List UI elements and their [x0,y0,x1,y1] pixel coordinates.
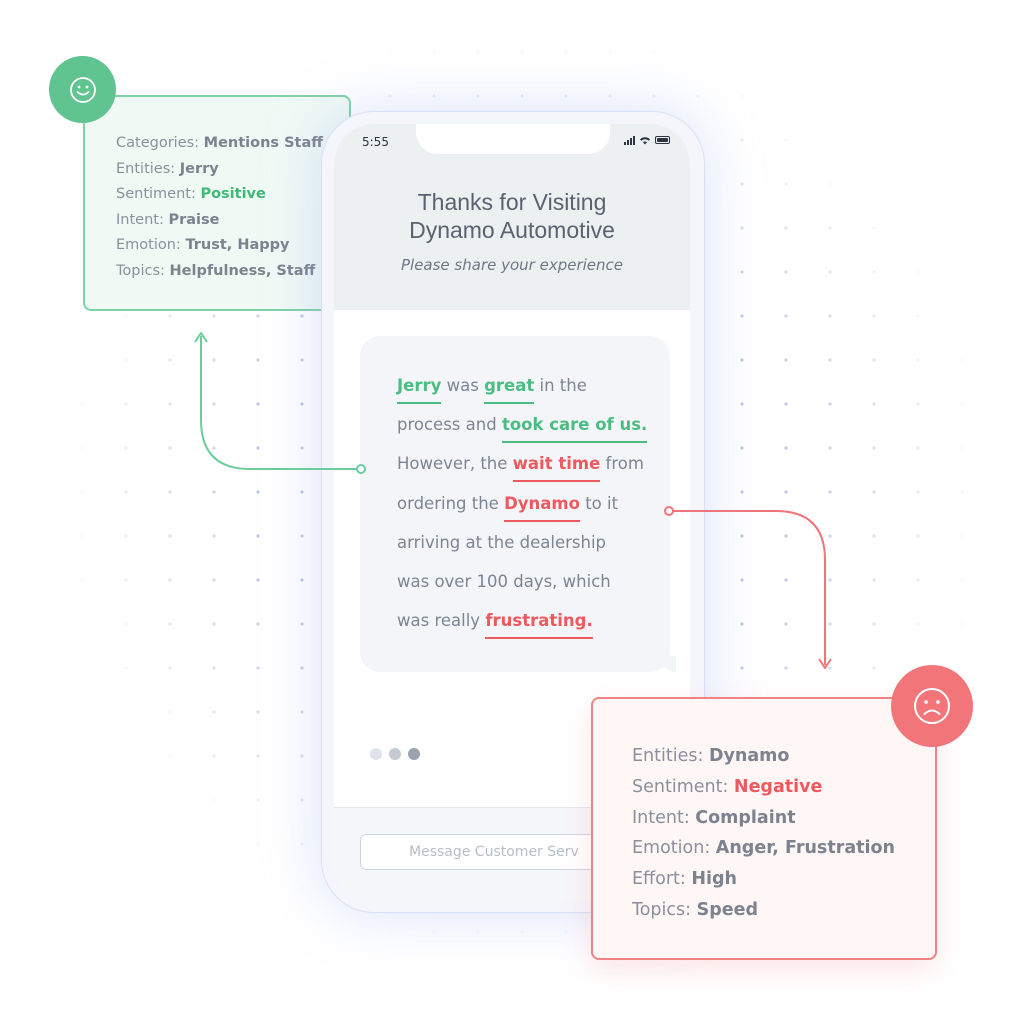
page-subtitle: Please share your experience [400,256,624,274]
review-text-segment: ordering the [397,493,505,513]
card-value: Jerry [179,160,219,177]
title-line: Thanks for Visiting [417,189,607,215]
card-row-entities: Entities: Dynamo [632,741,935,772]
card-row-entities: Entities: Jerry [116,157,349,183]
card-row-topics: Topics: Helpfulness, Staff [116,259,349,285]
review-text-segment: in the [534,376,587,395]
card-row-categories: Categories: Mentions Staff [116,131,349,157]
card-value: Dynamo [708,746,790,766]
survey-header: 5:55 Thanks for Visiting Dynamo Automoti… [334,124,690,310]
review-line: was really frustrating. [397,601,667,640]
card-value: Helpfulness, Staff [169,262,316,279]
card-value: Trust, Happy [185,237,290,254]
card-label: Topics: [116,262,170,279]
battery-icon [655,136,670,144]
card-value: Mentions Staff [203,135,324,151]
card-row-sentiment: Sentiment: Negative [632,772,935,803]
review-text-segment: was [441,376,485,395]
card-row-emotion: Emotion: Anger, Frustration [632,833,935,864]
sentiment-value-negative: Negative [733,776,823,797]
review-text-segment: was really [397,611,486,631]
review-text-segment: to it [579,493,619,513]
phone-notch [416,124,610,154]
review-line: arriving at the dealership [397,532,607,552]
sad-face-icon [914,688,950,724]
sentiment-highlight-wait-time[interactable]: wait time [512,449,601,483]
card-value: Speed [696,899,758,920]
card-label: Effort: [632,869,692,890]
review-line: ordering the Dynamo to it [397,484,667,523]
entity-highlight-dynamo[interactable]: Dynamo [504,489,580,522]
review-message-bubble: Jerry was great in the process and took … [360,336,676,672]
card-row-intent: Intent: Complaint [632,803,935,834]
card-value: Anger, Frustration [715,838,895,859]
review-line: was over 100 days, which [397,571,611,591]
card-label: Sentiment: [116,186,201,203]
review-text-segment: However, the [397,454,513,474]
card-row-topics: Topics: Speed [632,895,935,926]
wifi-icon [640,136,650,144]
card-label: Entities: [632,746,709,766]
card-label: Intent: [116,211,169,228]
pagination-dots [370,748,420,760]
card-label: Categories: [116,135,204,151]
positive-sentiment-badge [49,56,116,123]
card-row-effort: Effort: High [632,864,935,895]
review-line: However, the wait time from [397,444,667,483]
negative-analysis-card: Entities: Dynamo Sentiment: Negative Int… [591,697,937,960]
review-text: Jerry was great in the process and took … [397,366,667,640]
sentiment-highlight-frustrating[interactable]: frustrating. [485,606,593,640]
card-label: Entities: [116,160,180,177]
status-time: 5:55 [362,135,389,149]
sentiment-highlight-great[interactable]: great [484,371,535,404]
card-value: High [691,869,737,890]
signal-icon [624,135,635,145]
positive-analysis-card: Categories: Mentions Staff Entities: Jer… [83,95,351,311]
page-title: Thanks for Visiting Dynamo Automotive [334,188,690,244]
card-value: Praise [168,211,220,228]
title-line: Dynamo Automotive [409,217,615,243]
status-icons [624,135,670,145]
review-line: Jerry was great in the [397,366,667,405]
entity-highlight-jerry[interactable]: Jerry [397,371,442,404]
card-label: Emotion: [116,237,186,254]
card-row-intent: Intent: Praise [116,208,349,234]
happy-face-icon [69,76,96,103]
card-label: Emotion: [632,838,716,859]
card-label: Topics: [632,899,697,920]
card-label: Sentiment: [632,776,734,797]
sentiment-value-positive: Positive [200,186,266,203]
card-label: Intent: [632,807,696,828]
page-dot-3-active[interactable] [408,748,420,760]
card-row-sentiment: Sentiment: Positive [116,182,349,208]
page-dot-2[interactable] [389,748,401,760]
review-line: process and took care of us. [397,405,667,444]
page-dot-1[interactable] [370,748,382,760]
sentiment-highlight-took-care[interactable]: took care of us. [501,410,648,444]
negative-sentiment-badge [891,665,973,747]
review-text-segment: from [600,454,644,474]
card-value: Complaint [695,807,796,828]
card-row-emotion: Emotion: Trust, Happy [116,233,349,259]
review-text-segment: process and [397,415,502,435]
